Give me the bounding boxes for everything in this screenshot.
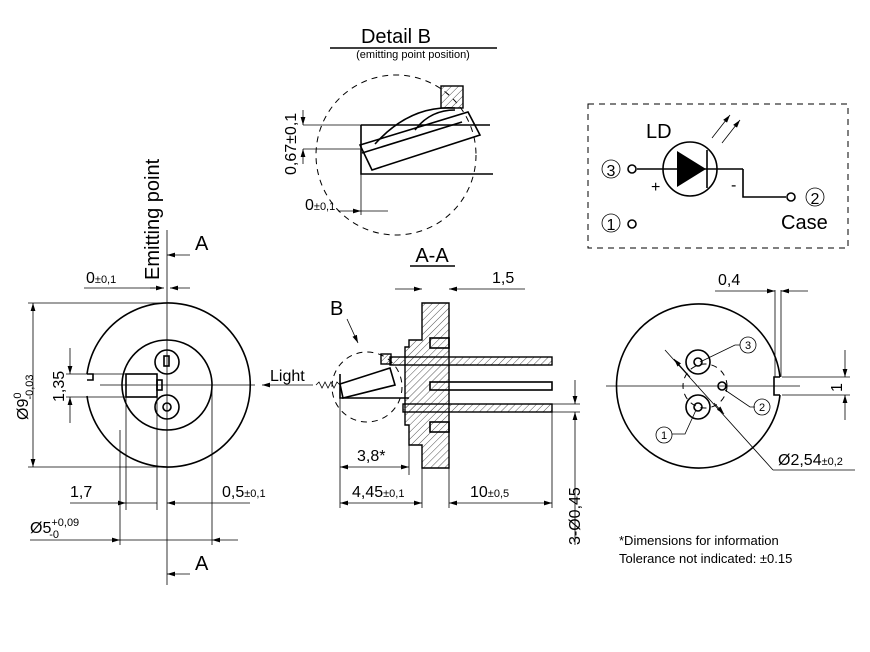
dim-067: 0,67±0,1 [283,113,300,175]
section-marker-top: A [195,233,209,255]
dim-1: 1 [829,383,846,392]
rear-view: 0,4 1 Ø2,54±0,2 3 2 1 [606,272,855,471]
plus-sign: + [651,179,660,196]
dim-pins: 3-Ø0,45 [567,487,584,545]
note-line-1: *Dimensions for information [619,533,779,548]
pin-label-1: 1 [661,430,667,442]
dim-135: 1,35 [51,371,68,402]
section-marker-bottom: A [195,553,209,575]
note-line-2: Tolerance not indicated: ±0.15 [619,551,792,566]
pin-3 [389,356,553,366]
pinout-schematic: LD 3 1 2 + - Case [587,103,849,249]
detail-b-title: Detail B [361,26,431,48]
front-view: Emitting point A A 0±0,1 Ø90-0,03 1,35 [12,158,266,585]
ld-label: LD [646,121,672,143]
dim-04: 0,4 [718,272,740,289]
case-label: Case [781,212,828,234]
section-title: A-A [415,245,449,267]
dim-15: 1,5 [492,270,514,287]
pin-1 [402,403,553,413]
pin3-label: 3 [607,163,616,180]
laser-chip [358,111,482,171]
pin-label-3: 3 [745,340,751,352]
pin-2 [429,381,553,391]
header-flange [404,302,450,469]
dim-17: 1,7 [70,484,92,501]
emitting-point-label: Emitting point [142,158,164,280]
detail-b-subtitle: (emitting point position) [356,49,470,61]
pin-label-2: 2 [759,402,765,414]
detail-circle [315,74,477,236]
detail-marker: B [330,298,343,320]
dim-10: 10±0,5 [470,484,509,501]
dim-05: 0,5±0,1 [222,484,266,501]
detail-b: Detail B (emitting point position) 0,67±… [283,26,497,236]
pin2-label: 2 [811,191,820,208]
submount [440,85,464,109]
section-view: A-A 1,5 B Light 3,8* 4,45±0,1 10±0,5 [262,245,584,545]
dim-dia9: Ø90-0,03 [12,374,36,420]
pin1-label: 1 [607,217,616,234]
minus-sign: - [731,177,736,194]
light-label: Light [270,368,305,385]
dim-zero-front: 0±0,1 [86,270,116,287]
dim-zero-detail: 0±0,1 [305,197,335,214]
dim-dia254: Ø2,54±0,2 [778,452,843,469]
dim-445: 4,45±0,1 [352,484,404,501]
dim-38: 3,8* [357,448,385,465]
dim-dia5: Ø5+0,09-0 [30,517,79,541]
